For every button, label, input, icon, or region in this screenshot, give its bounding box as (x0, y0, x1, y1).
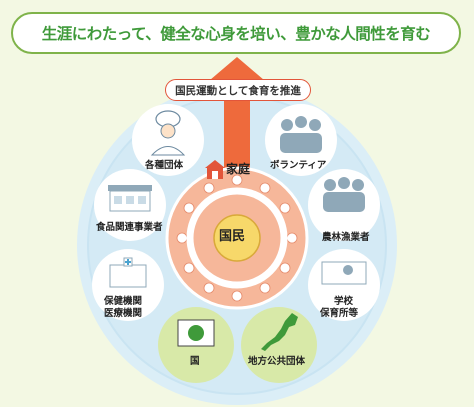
various-groups-circle (132, 104, 204, 176)
farmers-icon (323, 177, 365, 212)
school-label-1: 学校 (334, 296, 354, 307)
title-text: 生涯にわたって、健全な心身を培い、豊かな人間性を育む (41, 25, 431, 43)
local-gov-circle (241, 307, 317, 383)
volunteer-label: ボランティア (270, 160, 327, 171)
agriculture-label: 農林漁業者 (322, 232, 370, 243)
teacher-icon (321, 261, 367, 285)
volunteers-icon (280, 116, 322, 153)
hospital-icon (109, 257, 147, 288)
japan-map-icon (261, 313, 298, 351)
title-banner: 生涯にわたって、健全な心身を培い、豊かな人間性を育む (11, 12, 461, 54)
promotion-label: 国民運動として食育を推進 (165, 79, 311, 101)
family-label: 家庭 (226, 162, 251, 176)
chef-icon (150, 110, 186, 156)
shop-icon (108, 185, 152, 212)
country-label: 国 (190, 356, 200, 367)
people-ring (176, 174, 298, 302)
promotion-text: 国民運動として食育を推進 (175, 84, 301, 97)
health-label-2: 医療機関 (104, 308, 143, 319)
citizens-label: 国民 (219, 229, 246, 244)
food-business-label: 食品関連事業者 (96, 222, 163, 233)
local-gov-label: 地方公共団体 (248, 356, 306, 367)
citizens-center (213, 214, 261, 262)
health-label-1: 保健機関 (104, 296, 143, 307)
school-label-2: 保育所等 (320, 308, 359, 319)
japan-flag-icon (177, 319, 215, 347)
various-groups-label: 各種団体 (145, 160, 184, 171)
promotion-arrow (210, 57, 264, 172)
house-icon (205, 160, 225, 179)
